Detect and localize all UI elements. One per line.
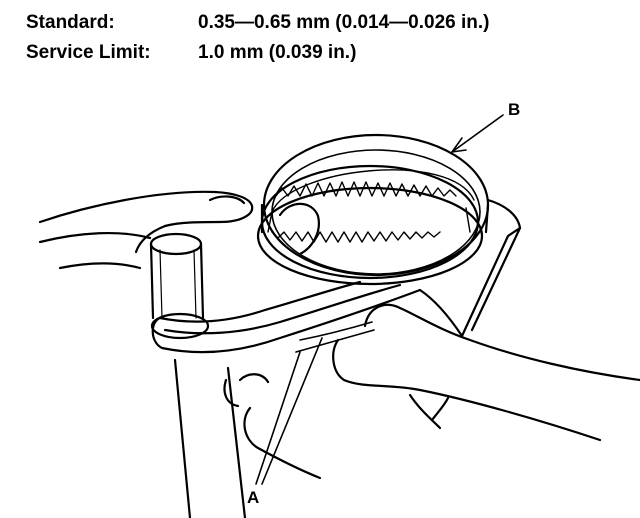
- leader-a-1: [255, 351, 301, 485]
- spec-row-standard: Standard: 0.35—0.65 mm (0.014—0.026 in.): [26, 12, 626, 42]
- callout-label-a: A: [247, 488, 260, 507]
- spec-label-service-limit: Service Limit:: [26, 42, 151, 63]
- leader-a-2: [261, 337, 323, 485]
- synchro-sleeve: [256, 133, 490, 286]
- shift-fork: [150, 198, 522, 354]
- specification-block: Standard: 0.35—0.65 mm (0.014—0.026 in.)…: [26, 12, 626, 72]
- pivot-shaft: [149, 232, 205, 320]
- thumb: [278, 202, 320, 256]
- right-hand: [223, 303, 640, 480]
- spec-label-standard: Standard:: [26, 12, 115, 33]
- spec-value-standard: 0.35—0.65 mm (0.014—0.026 in.): [198, 12, 490, 33]
- lower-rod: [173, 358, 247, 518]
- callout-label-b: B: [508, 100, 521, 119]
- spec-value-service-limit: 1.0 mm (0.039 in.): [198, 42, 357, 63]
- spec-row-service-limit: Service Limit: 1.0 mm (0.039 in.): [26, 42, 626, 72]
- feeler-gauge: [295, 321, 375, 353]
- leader-b: [451, 114, 504, 153]
- callout-leaders: [255, 114, 504, 485]
- leader-b-arrowhead: [451, 137, 467, 153]
- left-hand: [38, 190, 254, 270]
